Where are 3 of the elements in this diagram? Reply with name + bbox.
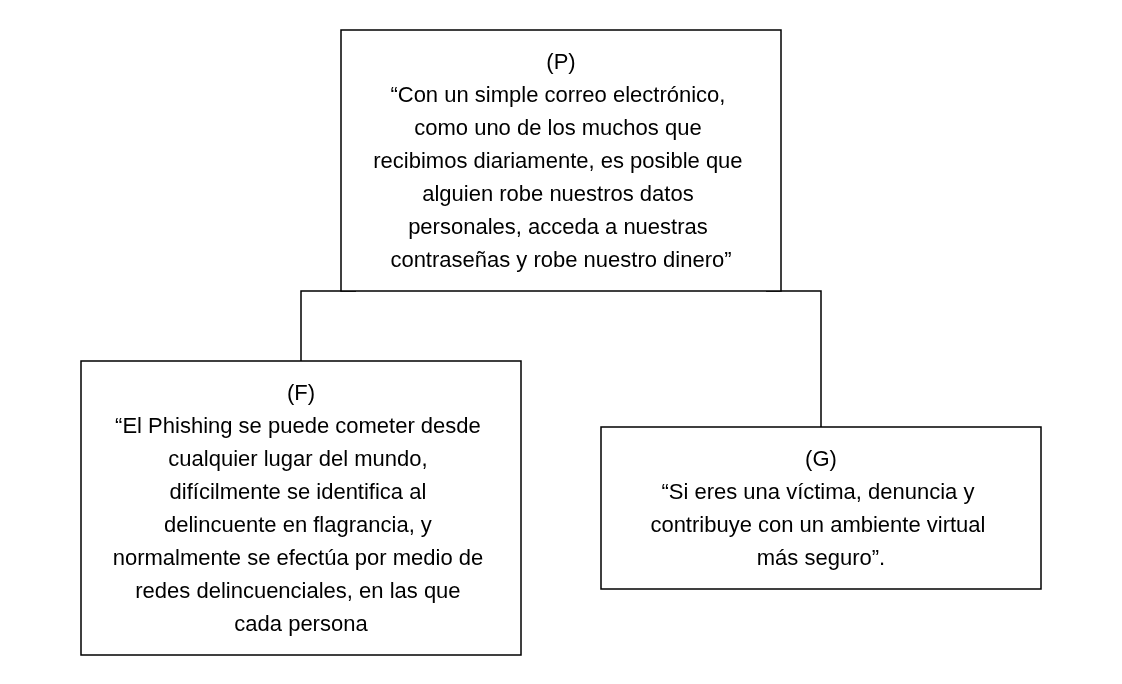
node-box: (G) “Si eres una víctima, denuncia y contribuye con un ambiente virtual más seguro”. <box>600 425 1042 590</box>
node-box: (F) “El Phishing se puede cometer desde cualquier lugar del mundo, difícilmente se identifica al delincuente en flagrancia, y normalmente se efectúa por medio de redes delincuenciales, en las que cada persona <box>80 359 522 656</box>
node-box: (P) “Con un simple correo electrónico, como uno de los muchos que recibimos diariamente, es posible que alguien robe nuestros datos personales, acceda a nuestras contraseñas y robe nuestro dinero” <box>340 28 782 292</box>
